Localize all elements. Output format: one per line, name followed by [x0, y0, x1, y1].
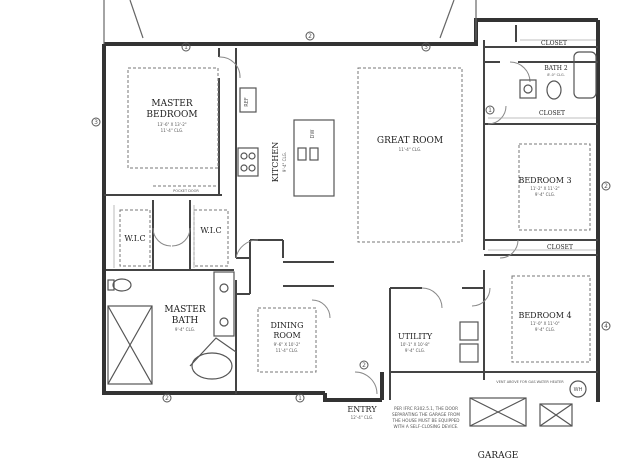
bedroom4-label: BEDROOM 4: [518, 311, 571, 320]
utility-label: UTILITY: [398, 332, 433, 341]
fixture-labels: REF DW WH POCKET DOOR: [173, 97, 582, 393]
fire-code-note: PER IFRC R302.5.1, THE DOOR SEPARATING T…: [391, 406, 460, 429]
closet-shelves: [113, 39, 596, 268]
door-swings: [152, 56, 531, 395]
svg-text:2: 2: [165, 395, 169, 402]
utility-dims: 10'-1" X 10'-8": [400, 342, 429, 347]
toilet-master: [112, 278, 132, 292]
master-bath-label-2: BATH: [172, 316, 199, 326]
entry-label: ENTRY: [347, 405, 377, 414]
top-structure: [103, 0, 477, 44]
entry-ceiling: 12'-4" CLG.: [351, 415, 374, 420]
master-bedroom-label-1: MASTER: [151, 99, 192, 109]
garage-label: GARAGE: [478, 451, 519, 460]
dining-ceiling: 11'-4" CLG.: [276, 348, 299, 353]
dishwasher-label: DW: [310, 130, 316, 139]
svg-text:2: 2: [362, 362, 366, 369]
garage-shelf: [539, 403, 573, 427]
wic-left-label: W.I.C: [124, 234, 145, 243]
master-bedroom-dims: 13'-6" X 13'-2": [157, 122, 186, 127]
bath2-label: BATH 2: [544, 65, 568, 72]
dining-label-1: DINING: [270, 321, 303, 330]
washer: [459, 321, 479, 341]
wic-right-label: W.I.C: [200, 226, 221, 235]
bedroom4-ceiling: 9'-4" CLG.: [535, 327, 555, 332]
great-room-label: GREAT ROOM: [377, 136, 443, 146]
garage-storage: [469, 397, 527, 427]
svg-text:4: 4: [604, 323, 608, 330]
svg-text:1: 1: [184, 44, 188, 51]
svg-text:WITH A SELF-CLOSING DEVICE.: WITH A SELF-CLOSING DEVICE.: [393, 424, 458, 429]
closet-bed4-label: CLOSET: [547, 244, 573, 251]
bath2-tub: [573, 51, 597, 99]
master-bedroom-label-2: BEDROOM: [146, 110, 197, 120]
svg-text:2: 2: [604, 183, 608, 190]
refrigerator-box: [239, 87, 257, 113]
svg-text:THE HOUSE MUST BE EQUIPPED: THE HOUSE MUST BE EQUIPPED: [391, 418, 459, 423]
bath2-sink: [519, 79, 537, 99]
bedroom4-dims: 11'-0" X 11'-0": [530, 321, 559, 326]
interior-walls: [104, 25, 598, 400]
kitchen-island: [293, 119, 335, 197]
toilet-bath2: [546, 80, 562, 100]
fixtures: [107, 51, 597, 427]
garage-vent-note: VENT ABOVE FOR GAS WATER HEATER: [496, 380, 564, 384]
water-heater-label: WH: [574, 387, 583, 393]
dining-label-2: ROOM: [273, 331, 300, 340]
water-heater: [569, 380, 587, 398]
bedroom3-ceiling: 9'-4" CLG.: [535, 192, 555, 197]
bath2-ceiling: 8'-0" CLG.: [547, 73, 565, 77]
master-bath-ceiling: 9'-4" CLG.: [175, 327, 195, 332]
kitchen-ceiling: 9'-4" CLG.: [282, 152, 287, 172]
master-bedroom-ceiling: 11'-4" CLG.: [161, 128, 184, 133]
bedroom3-dims: 11'-2" X 11'-2": [530, 186, 559, 191]
svg-text:1: 1: [298, 395, 302, 402]
svg-text:1: 1: [488, 107, 492, 114]
bathtub: [191, 352, 233, 380]
svg-text:2: 2: [308, 33, 312, 40]
room-labels: MASTER BEDROOM 13'-6" X 13'-2" 11'-4" CL…: [124, 40, 573, 460]
great-room-ceiling: 11'-4" CLG.: [399, 147, 422, 152]
master-vanity: [213, 271, 235, 337]
svg-text:3: 3: [424, 44, 428, 51]
master-bath-label-1: MASTER: [164, 305, 205, 315]
exterior-walls: [102, 18, 600, 402]
range: [237, 147, 259, 177]
closet-bath-label: CLOSET: [539, 110, 565, 117]
grid-marker-labels: 2 3 1 3 2 4 2 1 2 1: [94, 33, 608, 402]
svg-text:SEPARATING THE GARAGE FROM: SEPARATING THE GARAGE FROM: [392, 412, 460, 417]
dryer: [459, 343, 479, 363]
dining-dims: 9'-6" X 10'-2": [274, 342, 301, 347]
closet-top-label: CLOSET: [541, 40, 567, 47]
svg-text:PER IFRC R302.5.1, THE DOOR: PER IFRC R302.5.1, THE DOOR: [394, 406, 458, 411]
shower: [107, 305, 153, 385]
utility-ceiling: 9'-4" CLG.: [405, 348, 425, 353]
pocket-door-note: POCKET DOOR: [173, 189, 199, 193]
svg-text:3: 3: [94, 119, 98, 126]
kitchen-label: KITCHEN: [271, 142, 280, 182]
refrigerator-label: REF: [244, 97, 250, 107]
bedroom3-label: BEDROOM 3: [518, 176, 571, 185]
grid-markers: [91, 31, 611, 403]
